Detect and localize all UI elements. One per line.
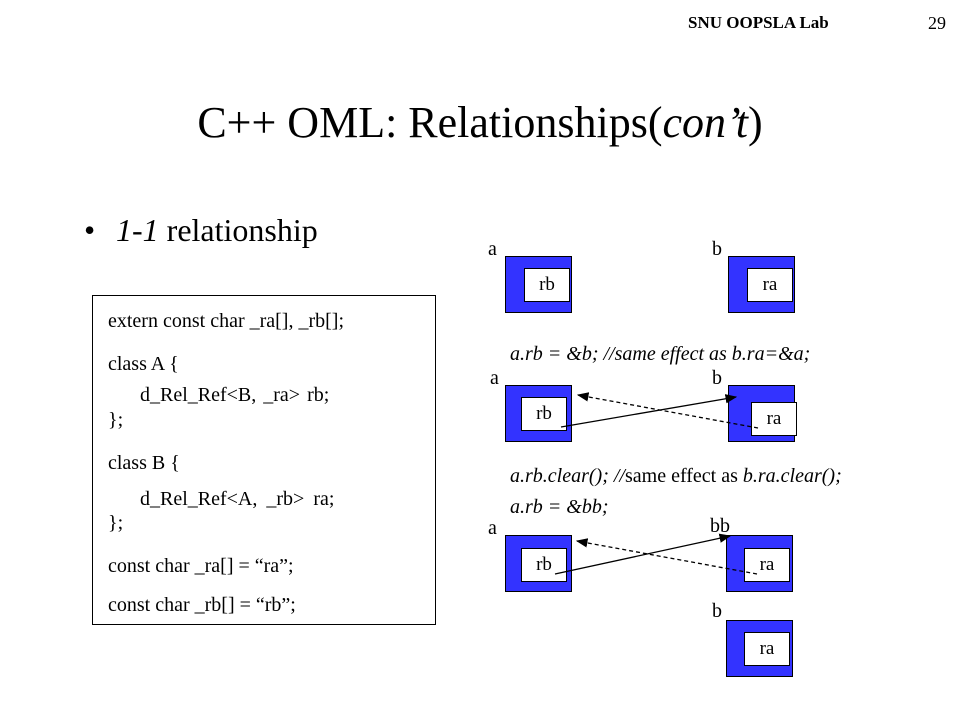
bullet-dot: • (84, 212, 96, 248)
code-line: const char _rb[] = “rb”; (108, 594, 296, 616)
object-label-b: b (712, 367, 722, 389)
code-line: }; (108, 512, 124, 534)
code-line: }; (108, 409, 124, 431)
statement-clear-code: a.rb.clear(); // (510, 465, 625, 487)
arrow-b-to-a-dashed (576, 392, 759, 429)
code-line: d_Rel_Ref<B, _ra> rb; (140, 384, 330, 406)
object-b-field: ra (744, 632, 790, 666)
object-b-box: ra (728, 385, 797, 442)
object-a-field: rb (524, 268, 570, 302)
object-a-box: rb (505, 535, 572, 592)
bullet-item: • 1-1 relationship (84, 212, 318, 249)
statement-clear: a.rb.clear(); //same effect as b.ra.clea… (510, 465, 842, 488)
bullet-text: relationship (158, 212, 318, 248)
bullet-italic: 1-1 (116, 212, 159, 248)
statement-assign-b: a.rb = &b; //same effect as b.ra=&a; (510, 343, 811, 365)
code-line: const char _ra[] = “ra”; (108, 555, 294, 577)
object-a-field: rb (521, 548, 567, 582)
object-label-b: b (712, 600, 722, 622)
object-b-field: ra (747, 268, 793, 302)
statement-clear-text: same effect as (624, 465, 743, 487)
arrow-a-to-bb (554, 533, 732, 575)
object-a-box: rb (505, 256, 572, 313)
object-label-a: a (488, 517, 497, 539)
object-label-b: b (712, 238, 722, 260)
statement-clear-tail: b.ra.clear(); (742, 465, 842, 487)
title-close: ) (748, 98, 763, 147)
object-b-box: ra (726, 620, 793, 677)
object-b-field: ra (751, 402, 797, 436)
title-italic: con’t (662, 98, 749, 147)
object-a-field: rb (521, 397, 567, 431)
object-a-box: rb (505, 385, 572, 442)
code-line: class B { (108, 452, 180, 474)
slide-title: C++ OML: Relationships(con’t) (0, 97, 960, 148)
arrow-a-to-b (560, 394, 738, 428)
code-box (92, 295, 436, 625)
object-b-box: ra (728, 256, 795, 313)
arrow-bb-to-a-dashed (575, 538, 758, 575)
header-lab-name: SNU OOPSLA Lab (688, 13, 829, 32)
object-label-a: a (488, 238, 497, 260)
title-main: C++ OML: Relationships( (197, 98, 663, 147)
object-bb-box: ra (726, 535, 793, 592)
code-line: class A { (108, 353, 179, 375)
object-label-a: a (490, 367, 499, 389)
statement-assign-bb: a.rb = &bb; (510, 496, 609, 518)
code-line: d_Rel_Ref<A, _rb> ra; (140, 488, 335, 510)
page-number: 29 (928, 13, 946, 33)
code-line: extern const char _ra[], _rb[]; (108, 310, 344, 332)
object-bb-field: ra (744, 548, 790, 582)
object-label-bb: bb (710, 515, 730, 537)
